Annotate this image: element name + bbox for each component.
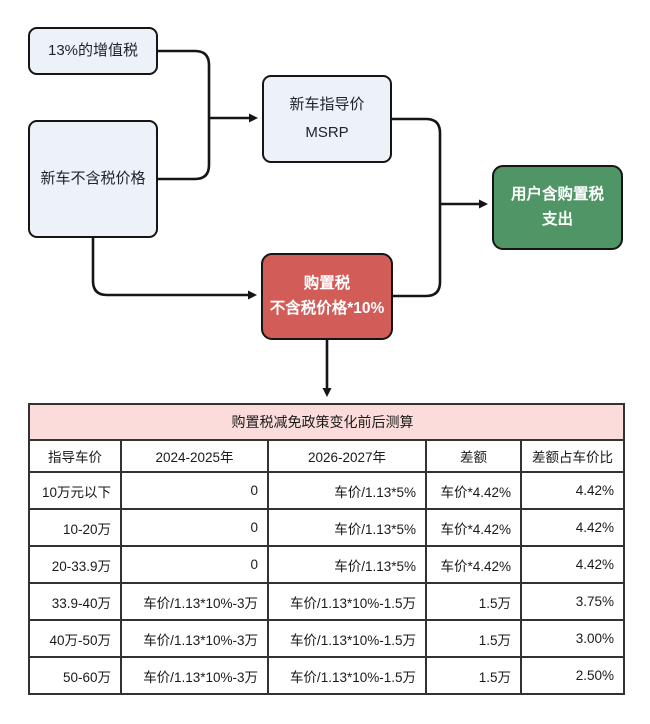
col-header-2026-2027: 2026-2027年 — [267, 439, 427, 473]
table-cell: 40万-50万 — [28, 619, 122, 658]
node-purchase-tax-label-line2: 不含税价格*10% — [269, 299, 385, 317]
table-row: 50-60万 车价/1.13*10%-3万 车价/1.13*10%-1.5万 1… — [28, 656, 626, 695]
table-cell: 车价/1.13*10%-1.5万 — [267, 656, 427, 695]
table-row: 20-33.9万 0 车价/1.13*5% 车价*4.42% 4.42% — [28, 545, 626, 584]
node-msrp-label-line1: 新车指导价 — [289, 95, 365, 113]
table-cell: 3.75% — [519, 582, 626, 621]
node-pretax-price-label: 新车不含税价格 — [40, 170, 146, 188]
table-cell: 车价/1.13*10%-1.5万 — [267, 582, 427, 621]
node-user-expense-label-line1: 用户含购置税 — [510, 186, 604, 204]
table-cell: 车价*4.42% — [425, 471, 522, 510]
table-cell: 2.50% — [519, 656, 626, 695]
connector-pretax-to-merge — [158, 118, 211, 181]
node-pretax-price: 新车不含税价格 — [28, 120, 158, 238]
col-header-difference: 差额 — [425, 439, 522, 473]
table-cell: 3.00% — [519, 619, 626, 658]
table-title: 购置税减免政策变化前后测算 — [27, 403, 626, 441]
connector-msrp-to-merge2 — [392, 117, 442, 204]
table-cell: 50-60万 — [28, 656, 122, 695]
table-cell: 车价/1.13*10%-3万 — [120, 656, 269, 695]
table-row: 40万-50万 车价/1.13*10%-3万 车价/1.13*10%-1.5万 … — [28, 619, 626, 658]
table-row: 33.9-40万 车价/1.13*10%-3万 车价/1.13*10%-1.5万… — [28, 582, 626, 621]
node-msrp-label-line2: MSRP — [305, 124, 349, 141]
table-title-row: 购置税减免政策变化前后测算 — [27, 403, 626, 441]
table-cell: 车价/1.13*5% — [267, 545, 427, 584]
table-cell: 10万元以下 — [28, 471, 122, 510]
table-cell: 4.42% — [519, 508, 626, 547]
table-header-row: 指导车价 2024-2025年 2026-2027年 差额 差额占车价比 — [28, 439, 626, 473]
node-vat: 13%的增值税 — [28, 27, 158, 75]
table-cell: 1.5万 — [425, 656, 522, 695]
col-header-difference-ratio: 差额占车价比 — [519, 439, 626, 473]
node-msrp: 新车指导价 MSRP — [262, 75, 392, 163]
table-cell: 33.9-40万 — [28, 582, 122, 621]
table-cell: 4.42% — [519, 545, 626, 584]
flow-connectors — [91, 49, 488, 397]
table-cell: 0 — [120, 471, 269, 510]
table-cell: 1.5万 — [425, 582, 522, 621]
table-cell: 车价*4.42% — [425, 545, 522, 584]
table-cell: 20-33.9万 — [28, 545, 122, 584]
table-cell: 车价/1.13*10%-3万 — [120, 619, 269, 658]
table-cell: 1.5万 — [425, 619, 522, 658]
table-row: 10万元以下 0 车价/1.13*5% 车价*4.42% 4.42% — [28, 471, 626, 510]
node-purchase-tax-label-line1: 购置税 — [303, 275, 351, 293]
col-header-2024-2025: 2024-2025年 — [120, 439, 269, 473]
connector-vat-to-merge — [158, 49, 211, 118]
table-cell: 车价/1.13*10%-3万 — [120, 582, 269, 621]
table-cell: 车价/1.13*5% — [267, 508, 427, 547]
node-vat-label: 13%的增值税 — [47, 42, 139, 60]
node-user-expense-label-line2: 支出 — [541, 210, 573, 228]
table-row: 10-20万 0 车价/1.13*5% 车价*4.42% 4.42% — [28, 508, 626, 547]
node-user-expense: 用户含购置税 支出 — [492, 165, 623, 250]
table-cell: 0 — [120, 545, 269, 584]
table-cell: 车价/1.13*10%-1.5万 — [267, 619, 427, 658]
table-cell: 4.42% — [519, 471, 626, 510]
table-cell: 车价/1.13*5% — [267, 471, 427, 510]
table-cell: 车价*4.42% — [425, 508, 522, 547]
node-purchase-tax: 购置税 不含税价格*10% — [261, 253, 393, 340]
col-header-price: 指导车价 — [28, 439, 122, 473]
tax-policy-comparison-table: 购置税减免政策变化前后测算 指导车价 2024-2025年 2026-2027年… — [27, 403, 626, 695]
connector-tax-to-merge2 — [393, 204, 442, 298]
table-cell: 10-20万 — [28, 508, 122, 547]
connector-pretax-to-tax — [91, 238, 257, 300]
table-cell: 0 — [120, 508, 269, 547]
